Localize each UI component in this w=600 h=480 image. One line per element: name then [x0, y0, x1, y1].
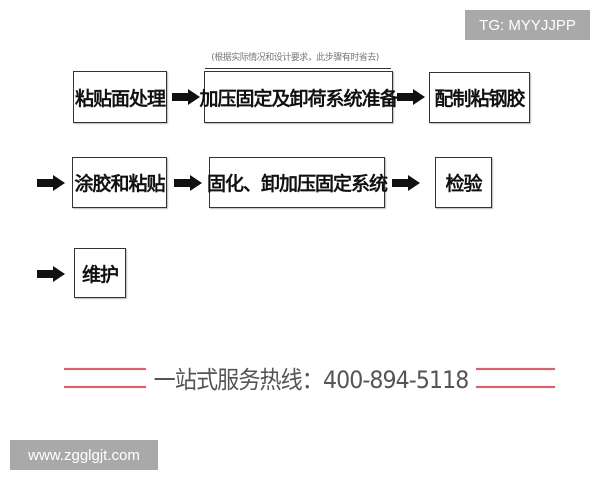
- website-watermark-badge: www.zgglgjt.com: [10, 440, 158, 470]
- hotline-decor-line: [64, 386, 146, 388]
- optional-step-note: (根据实际情况和设计要求，此步骤有时省去): [211, 53, 379, 63]
- arrow-right-icon: [37, 266, 65, 282]
- arrow-right-icon: [397, 89, 425, 105]
- arrow-right-icon: [392, 175, 420, 191]
- arrow-right-icon: [174, 175, 202, 191]
- step-label: 涂胶和粘贴: [74, 173, 165, 195]
- step-label: 配制粘钢胶: [434, 88, 525, 110]
- step-inspection: 检验: [435, 157, 492, 208]
- step-maintenance: 维护: [74, 248, 126, 298]
- hotline-decor-line: [64, 368, 146, 370]
- note-underline: [205, 68, 391, 69]
- arrow-right-icon: [172, 89, 200, 105]
- step-mix-adhesive: 配制粘钢胶: [429, 72, 530, 123]
- arrow-right-icon: [37, 175, 65, 191]
- step-label: 固化、卸加压固定系统: [207, 173, 388, 195]
- step-apply-and-bond: 涂胶和粘贴: [72, 157, 167, 208]
- step-curing-unload: 固化、卸加压固定系统: [207, 157, 388, 208]
- service-hotline: 一站式服务热线：400-894-5118: [153, 365, 470, 394]
- tg-watermark-badge: TG: MYYJJPP: [465, 10, 590, 40]
- step-label: 维护: [81, 263, 119, 286]
- hotline-decor-line: [476, 386, 555, 388]
- hotline-decor-line: [476, 368, 555, 370]
- step-surface-treatment: 粘贴面处理: [73, 71, 167, 123]
- step-label: 粘贴面处理: [74, 87, 166, 110]
- step-label: 检验: [445, 173, 482, 195]
- step-pressure-fixing-prep: 加压固定及卸荷系统准备: [200, 71, 399, 123]
- step-label: 加压固定及卸荷系统准备: [199, 87, 399, 110]
